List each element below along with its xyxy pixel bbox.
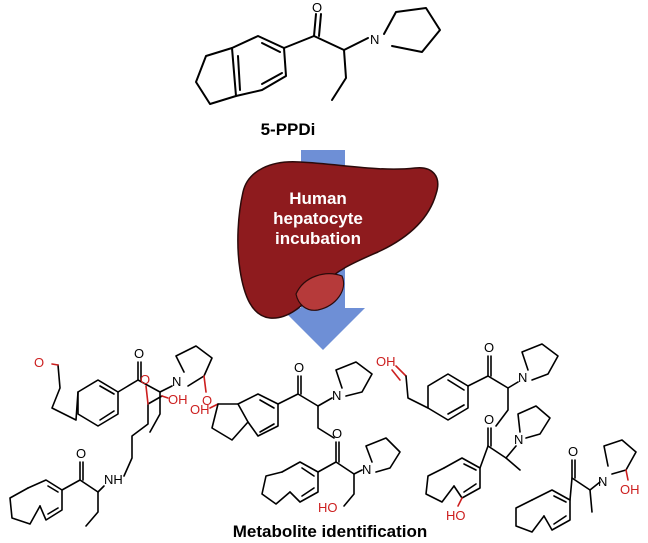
m2-carbonyl-oxygen: O	[294, 360, 304, 375]
parent-compound-label: 5-PPDi	[261, 120, 316, 139]
parent-oxygen-atom: O	[312, 0, 322, 15]
liver-label-line1: Human	[289, 189, 347, 208]
m2-nitrogen: N	[332, 388, 341, 403]
parent-molecule-structure	[195, 7, 441, 105]
m7-hydroxyl: OH	[620, 482, 640, 497]
m1-ketone-oxygen: O	[34, 355, 44, 370]
m5-hydroxyl: HO	[318, 500, 338, 515]
m4-carbonyl-oxygen: O	[76, 446, 86, 461]
m6-nitrogen: N	[514, 432, 523, 447]
m1-carbonyl-oxygen: O	[134, 346, 144, 361]
m3-carbonyl-oxygen: O	[484, 340, 494, 355]
m2-hydroxyl: OH	[190, 402, 210, 417]
m6-hydroxyl: HO	[446, 508, 466, 523]
parent-nitrogen-atom: N	[370, 32, 379, 47]
liver-icon	[237, 161, 439, 319]
metabolite-5-structure	[261, 437, 401, 507]
m7-carbonyl-oxygen: O	[568, 444, 578, 459]
m4-acid-hydroxyl: OH	[168, 392, 188, 407]
m6-carbonyl-oxygen: O	[484, 412, 494, 427]
metabolite-3-structure	[391, 343, 559, 427]
m4-acid-oxygen: O	[140, 372, 150, 387]
metabolite-7-structure	[515, 439, 637, 533]
liver-label-line2: hepatocyte	[273, 209, 363, 228]
metabolite-1-structure	[51, 345, 213, 433]
metabolite-6-structure	[425, 405, 551, 507]
m5-nitrogen: N	[362, 462, 371, 477]
m3-nitrogen: N	[518, 370, 527, 385]
m1-lactam-oxygen: O	[202, 393, 212, 408]
liver-label-line3: incubation	[275, 229, 361, 248]
m1-nitrogen: N	[172, 374, 181, 389]
metabolite-2-structure	[209, 361, 373, 441]
m7-nitrogen: N	[598, 474, 607, 489]
m4-amine: NH	[104, 472, 123, 487]
metabolite-4-structure	[9, 385, 169, 527]
m5-carbonyl-oxygen: O	[332, 426, 342, 441]
metabolite-identification-label: Metabolite identification	[233, 522, 428, 541]
m3-carboxylic-acid: OH	[376, 354, 396, 369]
